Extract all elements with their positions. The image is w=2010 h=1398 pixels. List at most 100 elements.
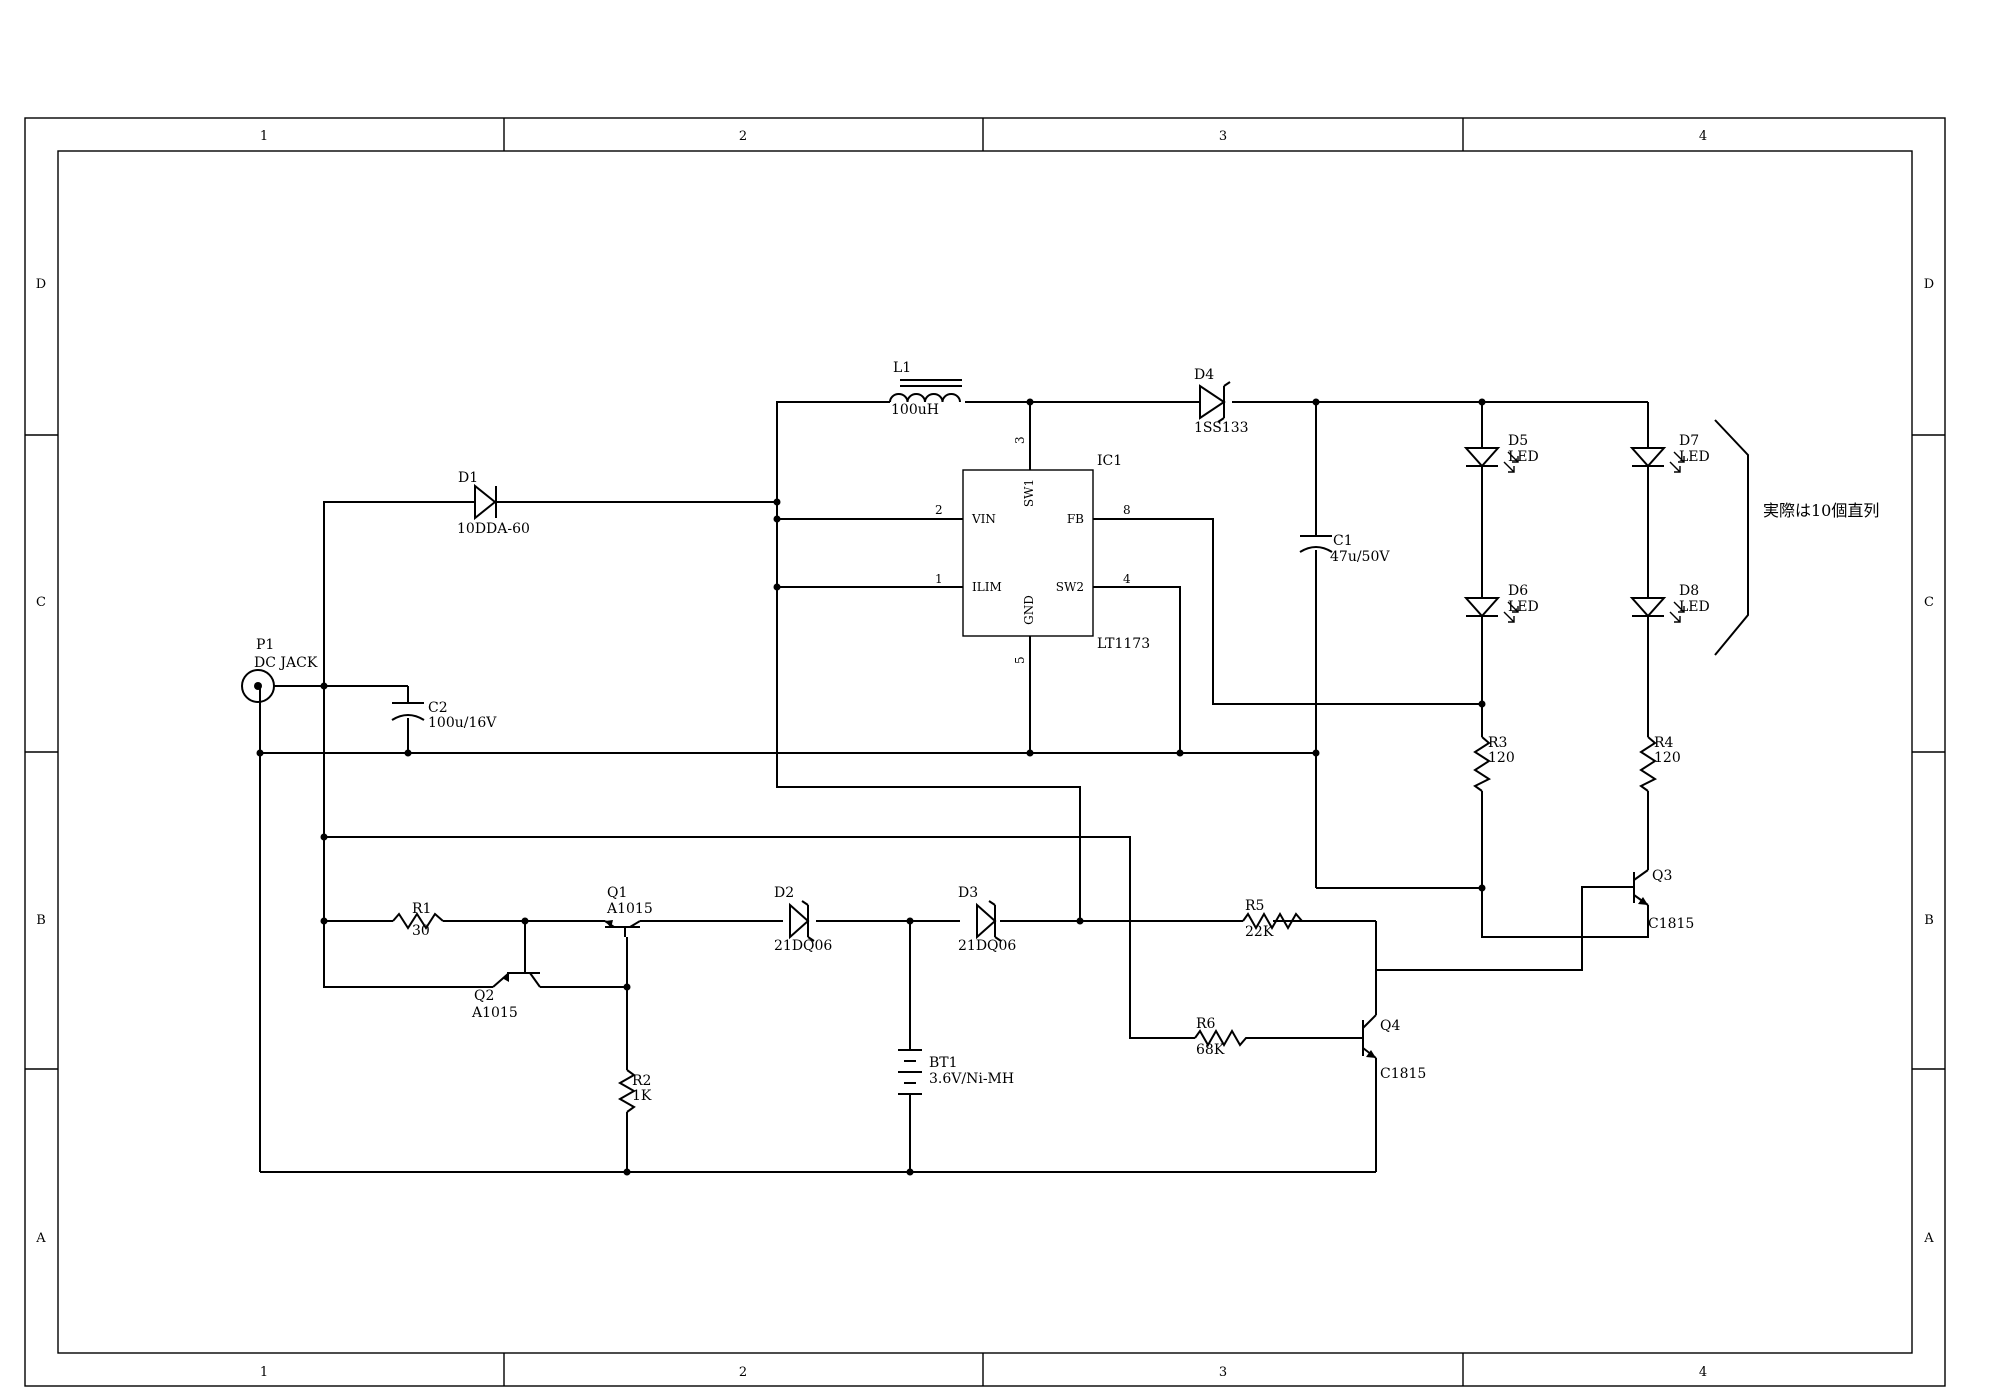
r3-ref: R3: [1488, 735, 1507, 751]
ic1-lt1173: VIN ILIM FB SW2 SW1 GND 2 1 8 4 3 5 IC1 …: [935, 436, 1150, 664]
frame-row-label: A: [35, 1231, 46, 1246]
frame-col-label: 2: [739, 129, 747, 144]
q4-ref: Q4: [1380, 1018, 1400, 1034]
ic-pin-gnd: GND: [1022, 595, 1036, 625]
frame-col-label: 2: [739, 1365, 747, 1380]
d6-value: LED: [1508, 599, 1539, 615]
resistor-r1: R1 30: [392, 901, 444, 939]
r4-value: 120: [1654, 750, 1681, 766]
ic-pin-number: 5: [1013, 656, 1027, 664]
d2-ref: D2: [774, 885, 794, 901]
c2-value: 100u/16V: [428, 715, 497, 731]
frame-row-label: C: [36, 595, 46, 610]
d1-ref: D1: [458, 470, 478, 486]
led-d7: D7 LED: [1629, 433, 1710, 473]
d5-ref: D5: [1508, 433, 1528, 449]
frame-col-label: 1: [260, 1365, 268, 1380]
frame-row-label: B: [1924, 913, 1934, 928]
d5-value: LED: [1508, 449, 1539, 465]
bt1-ref: BT1: [929, 1055, 958, 1071]
d1-value: 10DDA-60: [457, 521, 530, 537]
capacitor-c2: C2 100u/16V: [391, 700, 497, 731]
q2-value: A1015: [471, 1005, 518, 1021]
r2-ref: R2: [632, 1073, 651, 1089]
frame-row-label: A: [1923, 1231, 1934, 1246]
resistor-r6: R6 68K: [1194, 1016, 1250, 1058]
d7-value: LED: [1679, 449, 1710, 465]
q1-ref: Q1: [607, 885, 627, 901]
ic-pin-sw2: SW2: [1056, 580, 1084, 594]
l1-value: 100uH: [891, 402, 939, 418]
bt1-value: 3.6V/Ni-MH: [929, 1071, 1014, 1087]
ic1-value: LT1173: [1097, 636, 1150, 652]
ic-pin-number: 2: [935, 503, 943, 517]
d3-ref: D3: [958, 885, 978, 901]
diode-d2: D2 21DQ06: [774, 885, 832, 954]
wires: [259, 401, 1649, 1173]
transistor-q4: Q4 C1815: [1362, 1014, 1426, 1082]
r5-ref: R5: [1245, 898, 1264, 914]
battery-bt1: BT1 3.6V/Ni-MH: [898, 1049, 1014, 1095]
resistor-r3: R3 120: [1473, 735, 1515, 792]
ic-pin-vin: VIN: [971, 512, 996, 526]
resistor-r5: R5 22K: [1242, 898, 1303, 940]
led-d6: D6 LED: [1463, 583, 1539, 623]
transistor-q2: Q2 A1015: [471, 957, 541, 1021]
series-note: 実際は10個直列: [1714, 419, 1879, 656]
r3-value: 120: [1488, 750, 1515, 766]
r6-value: 68K: [1196, 1042, 1225, 1058]
ic-pin-sw1: SW1: [1022, 479, 1036, 507]
q4-value: C1815: [1380, 1066, 1426, 1082]
d4-ref: D4: [1194, 367, 1214, 383]
r5-value: 22K: [1245, 924, 1274, 940]
d6-ref: D6: [1508, 583, 1528, 599]
d2-value: 21DQ06: [774, 938, 832, 954]
drawing-frame: 1 2 3 4 1 2 3 4 D C B A D C B A: [24, 117, 1946, 1387]
ic-pin-number: 3: [1013, 436, 1027, 444]
frame-row-label: D: [1924, 277, 1934, 292]
r4-ref: R4: [1654, 735, 1674, 751]
resistor-r4: R4 120: [1639, 735, 1681, 792]
inductor-l1: L1 100uH: [889, 360, 962, 418]
d4-value: 1SS133: [1194, 420, 1249, 436]
r1-ref: R1: [412, 901, 431, 917]
dc-jack-p1: P1 DC JACK: [241, 637, 318, 703]
q1-value: A1015: [606, 901, 653, 917]
frame-col-label: 1: [260, 129, 268, 144]
d7-ref: D7: [1679, 433, 1699, 449]
frame-col-label: 4: [1699, 129, 1707, 144]
p1-ref: P1: [256, 637, 274, 653]
ic1-ref: IC1: [1097, 453, 1122, 469]
frame-col-label: 3: [1219, 1365, 1227, 1380]
r2-value: 1K: [632, 1088, 652, 1104]
c1-ref: C1: [1333, 533, 1353, 549]
c2-ref: C2: [428, 700, 448, 716]
d8-value: LED: [1679, 599, 1710, 615]
diode-d3: D3 21DQ06: [958, 885, 1016, 954]
r1-value: 30: [412, 923, 430, 939]
ic-pin-number: 4: [1123, 572, 1131, 586]
c1-value: 47u/50V: [1330, 549, 1390, 565]
ic-pin-fb: FB: [1067, 512, 1084, 526]
series-note-text: 実際は10個直列: [1763, 501, 1879, 520]
junction-dots: [256, 398, 1486, 1176]
led-d5: D5 LED: [1463, 433, 1539, 473]
led-d8: D8 LED: [1629, 583, 1710, 623]
frame-row-label: B: [36, 913, 46, 928]
d3-value: 21DQ06: [958, 938, 1016, 954]
ic-pin-number: 8: [1123, 503, 1131, 517]
l1-ref: L1: [893, 360, 911, 376]
frame-col-label: 3: [1219, 129, 1227, 144]
p1-value: DC JACK: [254, 655, 318, 671]
frame-row-label: C: [1924, 595, 1934, 610]
transistor-q1: Q1 A1015: [604, 885, 653, 937]
q2-ref: Q2: [474, 988, 494, 1004]
ic-pin-number: 1: [935, 572, 943, 586]
d8-ref: D8: [1679, 583, 1699, 599]
frame-col-label: 4: [1699, 1365, 1707, 1380]
q3-ref: Q3: [1652, 868, 1672, 884]
frame-row-label: D: [36, 277, 46, 292]
q3-value: C1815: [1648, 916, 1694, 932]
r6-ref: R6: [1196, 1016, 1216, 1032]
